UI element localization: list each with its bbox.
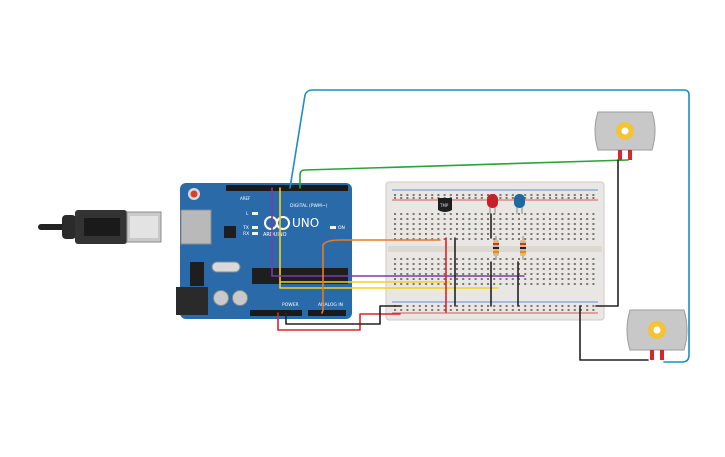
resistor[interactable] bbox=[493, 236, 499, 260]
power-jack bbox=[176, 287, 208, 315]
analog-label: ANALOG IN bbox=[318, 302, 343, 308]
on-label: ON bbox=[338, 225, 345, 231]
wire-yellow-2[interactable] bbox=[279, 281, 499, 289]
l-label: L bbox=[246, 211, 249, 217]
power-label: POWER bbox=[282, 302, 299, 308]
digital-header[interactable] bbox=[226, 185, 348, 191]
wire-black-ground[interactable] bbox=[285, 305, 401, 325]
wire-orange[interactable] bbox=[322, 239, 441, 246]
wire-purple[interactable] bbox=[271, 187, 525, 277]
wire-green[interactable] bbox=[299, 159, 629, 189]
temperature-sensor[interactable]: TMP bbox=[438, 198, 452, 212]
power-header[interactable] bbox=[250, 310, 302, 316]
blue-led[interactable] bbox=[514, 194, 525, 214]
digital-label: DIGITAL (PWM~) bbox=[290, 203, 328, 209]
tx-label: TX bbox=[242, 225, 249, 231]
board-logo-text: UNO bbox=[292, 216, 319, 230]
wire-black-motor2[interactable] bbox=[579, 305, 649, 361]
wire-black-motor1[interactable] bbox=[595, 159, 619, 307]
wire-orange-down[interactable] bbox=[321, 244, 324, 314]
resistor[interactable] bbox=[520, 236, 526, 260]
wire-red-power[interactable] bbox=[277, 312, 401, 331]
capacitor bbox=[213, 290, 229, 306]
rx-label: RX bbox=[243, 231, 249, 237]
wire-blue[interactable] bbox=[289, 89, 690, 363]
capacitor bbox=[232, 290, 248, 306]
aref-label: AREF bbox=[240, 196, 251, 201]
dc-motor-top[interactable] bbox=[594, 111, 656, 160]
dc-motor-bottom[interactable] bbox=[626, 309, 688, 360]
arduino-uno-board[interactable]: UNO ARDUINO DIGITAL (PWM~) POWER ANALOG … bbox=[176, 183, 352, 319]
red-led[interactable] bbox=[487, 194, 498, 214]
breadboard-holes[interactable] bbox=[394, 194, 595, 311]
usb-port bbox=[180, 209, 212, 245]
arduino-logo-icon bbox=[264, 216, 290, 230]
analog-header[interactable] bbox=[308, 310, 346, 316]
board-brand-text: ARDUINO bbox=[263, 232, 287, 238]
sensor-label: TMP bbox=[439, 203, 449, 208]
usb-cable[interactable] bbox=[38, 210, 162, 244]
